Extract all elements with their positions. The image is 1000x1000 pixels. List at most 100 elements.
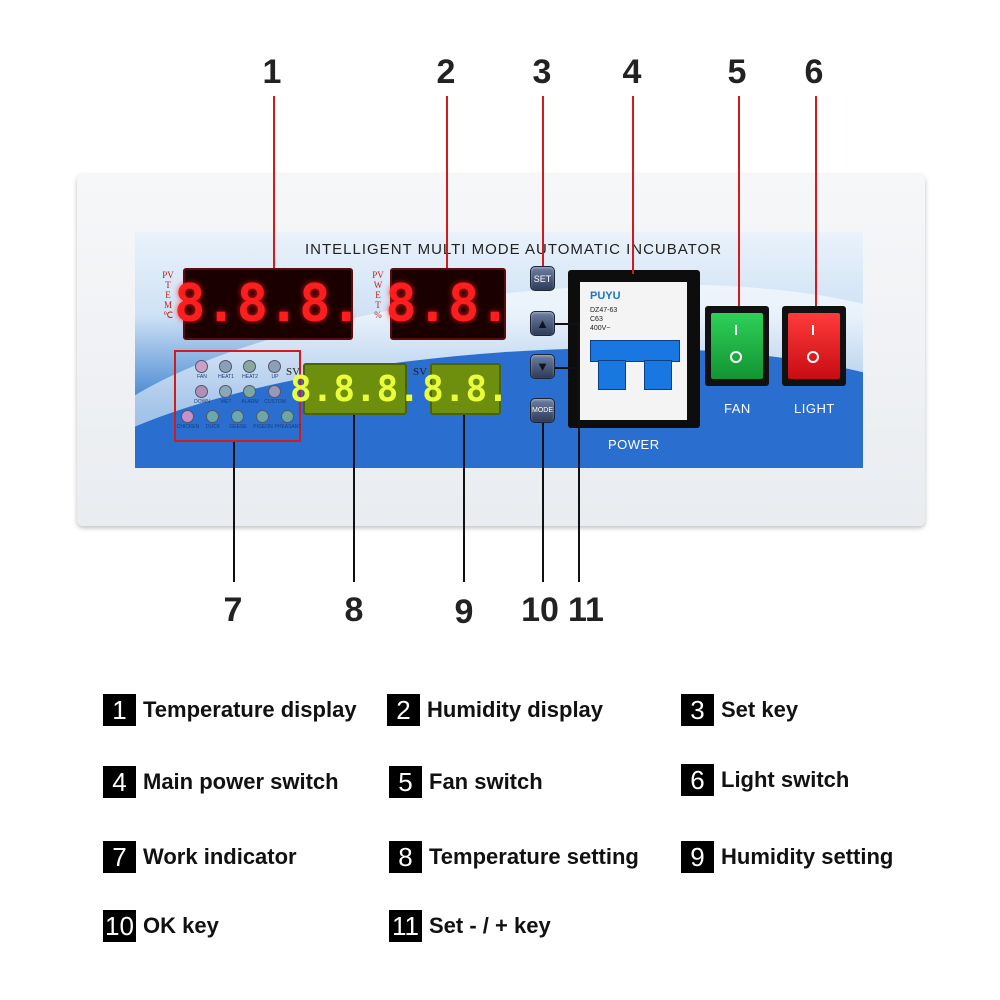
fan-switch[interactable] xyxy=(711,313,763,379)
led-label: CUSTOM xyxy=(264,399,286,405)
arrow-down-icon: ▼ xyxy=(536,359,549,374)
callout-8: 8 xyxy=(344,591,364,629)
callout-5: 5 xyxy=(727,53,747,91)
legend-text-3: Set key xyxy=(721,697,799,722)
led-down-icon xyxy=(195,385,208,398)
callout-9: 9 xyxy=(454,593,474,631)
on-mark-icon xyxy=(735,325,737,335)
callout-10: 10 xyxy=(521,591,559,629)
on-mark-icon xyxy=(812,325,814,335)
legend-item-1: 1 Temperature display xyxy=(103,694,357,726)
light-switch[interactable] xyxy=(788,313,840,379)
leader-line-11 xyxy=(578,323,580,582)
legend-num-7: 7 xyxy=(103,841,136,873)
leader-line-11-down xyxy=(555,367,579,369)
led-label: CHICKEN xyxy=(176,424,200,430)
humidity-setting-display: 8.8. xyxy=(422,363,509,415)
led-label: DUCK xyxy=(205,424,221,430)
legend-num-4: 4 xyxy=(103,766,136,798)
led-label: HEAT1 xyxy=(218,374,234,380)
legend-num-5: 5 xyxy=(389,766,422,798)
legend-text-11: Set - / + key xyxy=(429,913,551,938)
legend-text-7: Work indicator xyxy=(143,844,297,869)
leader-line-1 xyxy=(273,96,275,268)
legend-num-11: 11 xyxy=(389,910,422,942)
breaker-lever-right[interactable] xyxy=(644,360,672,390)
led-up-icon xyxy=(268,360,281,373)
temperature-setting-display: 8.8.8. xyxy=(290,363,420,415)
led-label: HEAT2 xyxy=(242,374,258,380)
led-label: GEESE xyxy=(229,424,247,430)
callout-6: 6 xyxy=(804,53,824,91)
callout-7: 7 xyxy=(223,591,243,629)
callout-3: 3 xyxy=(532,53,552,91)
legend-text-6: Light switch xyxy=(721,767,850,792)
led-alarm-icon xyxy=(243,385,256,398)
breaker-brand: PUYU xyxy=(590,290,621,302)
led-duck-icon xyxy=(206,410,219,423)
led-label: UP xyxy=(271,374,279,380)
legend-item-5: 5 Fan switch xyxy=(389,766,543,798)
led-label: PHEASANT xyxy=(274,424,302,430)
set-key-label: SET xyxy=(533,273,552,284)
leader-line-4 xyxy=(632,96,634,274)
leader-line-7 xyxy=(233,442,235,582)
legend-text-5: Fan switch xyxy=(429,769,543,794)
legend-num-6: 6 xyxy=(681,764,714,796)
mode-key-label: MODE xyxy=(532,407,553,414)
callout-11: 11 xyxy=(568,591,604,629)
leader-line-3 xyxy=(542,96,544,266)
led-fan-icon xyxy=(195,360,208,373)
led-wet-icon xyxy=(219,385,232,398)
leader-line-9 xyxy=(463,415,465,582)
up-key[interactable]: ▲ xyxy=(530,311,555,336)
led-label: WET xyxy=(220,399,232,405)
legend-item-9: 9 Humidity setting xyxy=(681,841,893,873)
led-geese-icon xyxy=(231,410,244,423)
legend-num-8: 8 xyxy=(389,841,422,873)
legend-item-6: 6 Light switch xyxy=(681,764,849,796)
power-label: POWER xyxy=(608,437,660,452)
led-label: FAN xyxy=(197,374,207,380)
leader-line-6 xyxy=(815,96,817,306)
callout-4: 4 xyxy=(622,53,642,91)
legend-item-3: 3 Set key xyxy=(681,694,798,726)
breaker-lever-left[interactable] xyxy=(598,360,626,390)
legend-item-7: 7 Work indicator xyxy=(103,841,297,873)
arrow-up-icon: ▲ xyxy=(536,316,549,331)
led-label: ALARM xyxy=(241,399,259,405)
legend-num-2: 2 xyxy=(387,694,420,726)
leader-line-11-up xyxy=(555,323,579,325)
off-mark-icon xyxy=(807,351,819,363)
off-mark-icon xyxy=(730,351,742,363)
led-heat2-icon xyxy=(243,360,256,373)
led-label: DOWN xyxy=(194,399,210,405)
callout-2: 2 xyxy=(436,53,456,91)
led-label: PIGEON xyxy=(253,424,273,430)
legend-item-11: 11 Set - / + key xyxy=(389,910,551,942)
sv-label-led: SV xyxy=(286,366,301,378)
pv-temp-label: PV T E M ℃ xyxy=(162,270,174,320)
down-key[interactable]: ▼ xyxy=(530,354,555,379)
leader-line-10 xyxy=(542,423,544,582)
callout-1: 1 xyxy=(262,53,282,91)
leader-line-8 xyxy=(353,415,355,582)
legend-num-9: 9 xyxy=(681,841,714,873)
mode-key[interactable]: MODE xyxy=(530,398,555,423)
led-chicken-icon xyxy=(181,410,194,423)
legend-num-1: 1 xyxy=(103,694,136,726)
legend-text-2: Humidity display xyxy=(427,697,604,722)
set-key[interactable]: SET xyxy=(530,266,555,291)
humidity-display: 8.8. xyxy=(385,268,511,340)
panel-title: INTELLIGENT MULTI MODE AUTOMATIC INCUBAT… xyxy=(305,241,723,258)
fan-label: FAN xyxy=(724,401,751,416)
led-heat1-icon xyxy=(219,360,232,373)
light-label: LIGHT xyxy=(794,401,835,416)
led-custom-icon xyxy=(268,385,281,398)
led-pigeon-icon xyxy=(256,410,269,423)
legend-num-3: 3 xyxy=(681,694,714,726)
legend-item-4: 4 Main power switch xyxy=(103,766,339,798)
legend-num-10: 10 xyxy=(103,910,136,942)
legend-text-10: OK key xyxy=(143,913,219,938)
led-pheasant-icon xyxy=(281,410,294,423)
